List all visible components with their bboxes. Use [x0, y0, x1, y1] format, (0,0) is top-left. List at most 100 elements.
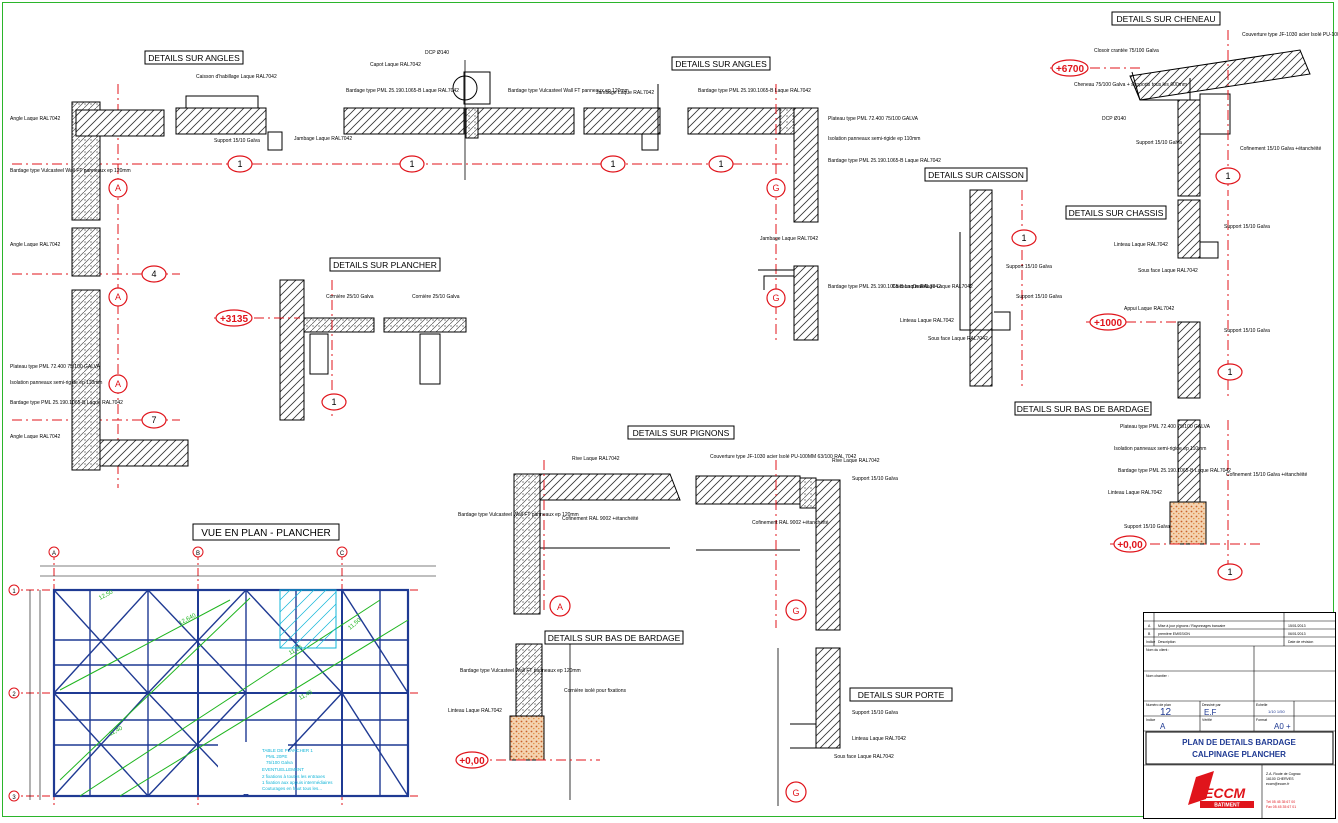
axis-bubble-1	[227, 155, 253, 173]
plan-dim-label: 11,40	[108, 725, 124, 737]
chassis-title: DETAILS SUR CHASSIS	[1069, 208, 1164, 218]
plancher-title-box	[329, 257, 441, 272]
plan-bubble-B	[192, 546, 204, 558]
wall-panel	[815, 479, 841, 631]
axis-bubble-4	[141, 265, 167, 283]
num-value: 12	[1160, 707, 1172, 718]
caisson-profile	[959, 232, 1011, 331]
cheneau-title-box	[1111, 11, 1221, 26]
plan-bubble-1	[8, 584, 20, 596]
note-bardage: Bardage type Vulcasteel Wall FT panneaux…	[10, 168, 131, 174]
floor-bracket	[309, 333, 329, 375]
angles-right-title-box	[671, 56, 771, 71]
rev-a-date: 15/01/2013	[1288, 624, 1306, 628]
note-support: Support 15/10 Galva	[852, 476, 898, 482]
note-cofinement: Cofinement RAL 9002 +étanchéité	[562, 516, 639, 522]
rev-b-date: 06/01/2013	[1288, 632, 1306, 636]
note-jambage: Jambage Laque RAL7042	[596, 90, 654, 96]
rev-a: A	[1148, 624, 1151, 628]
axis-bubble-label: A	[557, 602, 563, 612]
axis-bubble-label: 1	[1021, 233, 1026, 243]
note-linteau: Linteau Laque RAL7042	[1108, 490, 1162, 496]
plancher-group: DETAILS SUR PLANCHER +3135 1 Cornière 25…	[214, 257, 467, 421]
caisson-line	[185, 95, 259, 108]
angles-left-group: DETAILS SUR ANGLES	[10, 50, 790, 488]
note-plateau: Plateau type PML 72.400 75/100 GALVA	[1120, 424, 1211, 430]
pignons-group: DETAILS SUR PIGNONS A Bardage type Vulca…	[458, 425, 898, 631]
indice-label: Indice	[1146, 718, 1155, 722]
plan-legend: 1 fixation aux appuis intermédiaires	[262, 780, 333, 785]
roof-edge	[539, 473, 681, 501]
wall-panel	[71, 289, 101, 471]
note-dcp: DCP Ø140	[1102, 116, 1126, 122]
level-bubble	[1089, 313, 1127, 331]
verifie-label: Vérifié	[1202, 718, 1212, 722]
plan-bubble-label: B	[196, 551, 200, 557]
cheneau-support	[1199, 93, 1231, 135]
plan-title: VUE EN PLAN - PLANCHER	[201, 528, 330, 539]
axis-bubble-1	[1217, 363, 1243, 381]
plan-view-group: VUE EN PLAN - PLANCHER A B C 1 2 3	[8, 523, 436, 806]
note-appui: Appui Laque RAL7042	[1124, 306, 1175, 312]
plan-bubble-label: 1	[12, 589, 16, 595]
note-angle: Angle Laque RAL7042	[10, 116, 61, 122]
axis-bubble-1	[708, 155, 734, 173]
axis-bubble-A	[549, 595, 571, 617]
note-couverture: Couverture type JF-1030 acier Isolé PU-1…	[710, 454, 856, 460]
axis-bubble-label: G	[792, 788, 799, 798]
axis-bubble-1	[1011, 229, 1037, 247]
angle-panel	[583, 107, 661, 135]
cheneau-title: DETAILS SUR CHENEAU	[1116, 14, 1215, 24]
note-angle: Angle Laque RAL7042	[10, 434, 61, 440]
chassis-profile	[1200, 241, 1219, 259]
title-block: A Mise à jour pignons / Rayonnages banca…	[1143, 612, 1336, 819]
plan-bubble-3	[8, 790, 20, 802]
floor-bracket	[419, 333, 441, 385]
jambage-profile	[758, 269, 795, 290]
note-support: Support 15/10 Galva	[1006, 264, 1052, 270]
num-label: Numéro de plan	[1146, 703, 1171, 707]
note-support: Support 15/10 Galva	[1016, 294, 1062, 300]
axis-bubble-label: 1	[1225, 171, 1230, 181]
phone-line: Tél 05 45 35 67 00	[1266, 800, 1295, 804]
note-capot: Capot Laque RAL7042	[370, 62, 421, 68]
note-bardage-pml: Bardage type PML 25.190.1065-B Laque RAL…	[346, 88, 459, 94]
description-header: Description	[1158, 640, 1176, 644]
floor-slab	[383, 317, 467, 333]
axis-bubble-label: A	[115, 183, 121, 193]
plan-dim-label: 12,640	[178, 613, 198, 627]
rev-b-desc: première EMISSION	[1158, 632, 1190, 636]
axis-bubble-label: 4	[151, 269, 156, 279]
axis-bubble-G	[766, 178, 786, 198]
base-block	[1169, 501, 1207, 545]
plan-opening-hatch	[279, 589, 337, 649]
roof-section	[1129, 49, 1311, 101]
axis-bubble-G	[785, 781, 807, 803]
floor-slab	[303, 317, 375, 333]
jambage-piece	[267, 131, 283, 151]
wall-panel	[1177, 99, 1201, 197]
rev-b: B	[1148, 632, 1151, 636]
axis-bubble-7	[141, 411, 167, 429]
wall-panel	[793, 107, 819, 223]
level-3135: +3135	[220, 314, 249, 325]
note-isolation: Isolation panneaux semi-rigide ep 110mm	[10, 380, 102, 386]
note-support: Support 15/10 Galva	[852, 710, 898, 716]
logo-mark-icon	[1188, 771, 1214, 805]
plan-panel-lines	[59, 597, 409, 797]
plan-bubble-2	[8, 687, 20, 699]
echelle-value: 1/10 1/50	[1268, 709, 1285, 714]
axis-bubble-label: 1	[331, 397, 336, 407]
indice-header: Indice	[1146, 640, 1155, 644]
note-linteau: Linteau Laque RAL7042	[448, 708, 502, 714]
note-cofinement: Cofinement RAL 9002 +étanchéité	[752, 520, 829, 526]
note-bardage-pml: Bardage type PML 25.190.1065-B Laque RAL…	[698, 88, 811, 94]
axis-bubble-1	[600, 155, 626, 173]
level-000: +0,00	[459, 756, 485, 767]
angle-panel	[343, 107, 465, 135]
roof-edge	[695, 475, 801, 505]
bas-bardage-mid-group: DETAILS SUR BAS DE BARDAGE +0,00 Bardage…	[448, 630, 684, 800]
note-support: Support 15/10 Galva	[1224, 328, 1270, 334]
axis-bubble-A	[108, 287, 128, 307]
porte-group: DETAILS SUR PORTE G Support 15/10 Galva …	[777, 647, 953, 806]
